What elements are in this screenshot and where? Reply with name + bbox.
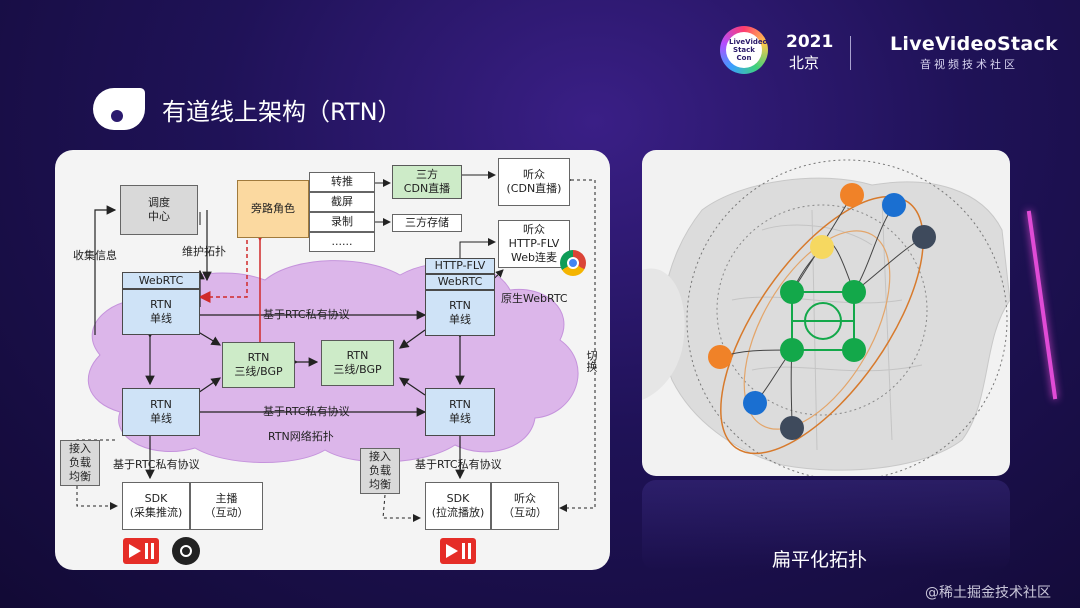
node-orange <box>708 345 732 369</box>
host-box: 主播 （互动） <box>190 482 263 530</box>
rtc-private-left-bottom-label: 基于RTC私有协议 <box>113 458 200 471</box>
rtc-private-top-label: 基于RTC私有协议 <box>263 308 350 321</box>
node-green <box>842 338 866 362</box>
bypass-role-box: 旁路角色 <box>237 180 309 238</box>
architecture-panel: 调度 中心 旁路角色 转推 截屏 录制 ...... 三方 CDN直播 三方存储… <box>55 150 610 570</box>
node-dark <box>780 416 804 440</box>
sdk-pull-box: SDK (拉流播放) <box>425 482 491 530</box>
event-logo-text: LiveVideo Stack Con <box>729 38 768 62</box>
rtn-topology-label: RTN网络拓扑 <box>268 430 334 443</box>
page-title: 有道线上架构（RTN） <box>162 98 402 126</box>
switch-label: 切换 <box>585 350 598 372</box>
panel-reflection <box>642 480 1010 570</box>
obs-icon <box>172 537 200 565</box>
rtn-three-left: RTN 三线/BGP <box>222 342 295 388</box>
third-party-cdn-box: 三方 CDN直播 <box>392 165 462 199</box>
webrtc-right-header: WebRTC <box>425 274 495 290</box>
bypass-item-push: 转推 <box>309 172 375 192</box>
rtn-right-bottom: RTN 单线 <box>425 388 495 436</box>
node-green <box>842 280 866 304</box>
right-caption: 扁平化拓扑 <box>772 549 868 571</box>
watermark: @稀土掘金技术社区 <box>925 585 1051 601</box>
scheduler-box: 调度 中心 <box>120 185 198 235</box>
topology-svg <box>642 159 1010 476</box>
node-orange <box>840 183 864 207</box>
webrtc-left-header: WebRTC <box>122 272 200 289</box>
header-divider <box>850 36 851 70</box>
brand-name: LiveVideoStack <box>890 33 1059 55</box>
rtc-private-mid-label: 基于RTC私有协议 <box>263 405 350 418</box>
bypass-item-screenshot: 截屏 <box>309 192 375 212</box>
listener-box: 听众 （互动） <box>491 482 559 530</box>
rtc-private-right-bottom-label: 基于RTC私有协议 <box>415 458 502 471</box>
sdk-push-box: SDK (采集推流) <box>122 482 190 530</box>
event-year: 2021 <box>786 32 834 52</box>
rtn-left-bottom: RTN 单线 <box>122 388 200 436</box>
neon-accent <box>1026 210 1058 400</box>
node-green <box>780 280 804 304</box>
node-dark <box>912 225 936 249</box>
event-logo: LiveVideo Stack Con <box>720 26 768 74</box>
mesh-nodes <box>708 183 936 440</box>
third-party-storage-box: 三方存储 <box>392 214 462 232</box>
node-green <box>780 338 804 362</box>
topology-map-panel <box>642 150 1010 476</box>
video-app-icon <box>440 538 476 564</box>
httpflv-right-header: HTTP-FLV <box>425 258 495 274</box>
node-yellow <box>810 235 834 259</box>
rtn-three-right: RTN 三线/BGP <box>321 340 394 386</box>
node-blue <box>882 193 906 217</box>
node-blue <box>743 391 767 415</box>
native-webrtc-label: 原生WebRTC <box>501 292 568 305</box>
video-app-icon <box>123 538 159 564</box>
brand-tagline: 音视频技术社区 <box>920 58 1018 71</box>
rtn-left-top: RTN 单线 <box>122 289 200 335</box>
bypass-item-record: 录制 <box>309 212 375 232</box>
audience-cdn-box: 听众 (CDN直播) <box>498 158 570 206</box>
title-icon <box>93 88 145 130</box>
audience-webrtc-box: 听众 HTTP-FLV Web连麦 <box>498 220 570 268</box>
maintain-topology-label: 维护拓扑 <box>182 245 226 258</box>
chrome-icon <box>560 250 586 276</box>
access-lb-left: 接入 负载 均衡 <box>60 440 100 486</box>
bypass-item-more: ...... <box>309 232 375 252</box>
event-city: 北京 <box>789 54 820 72</box>
access-lb-right: 接入 负载 均衡 <box>360 448 400 494</box>
rtn-right-top: RTN 单线 <box>425 290 495 336</box>
collect-info-label: 收集信息 <box>73 249 117 262</box>
